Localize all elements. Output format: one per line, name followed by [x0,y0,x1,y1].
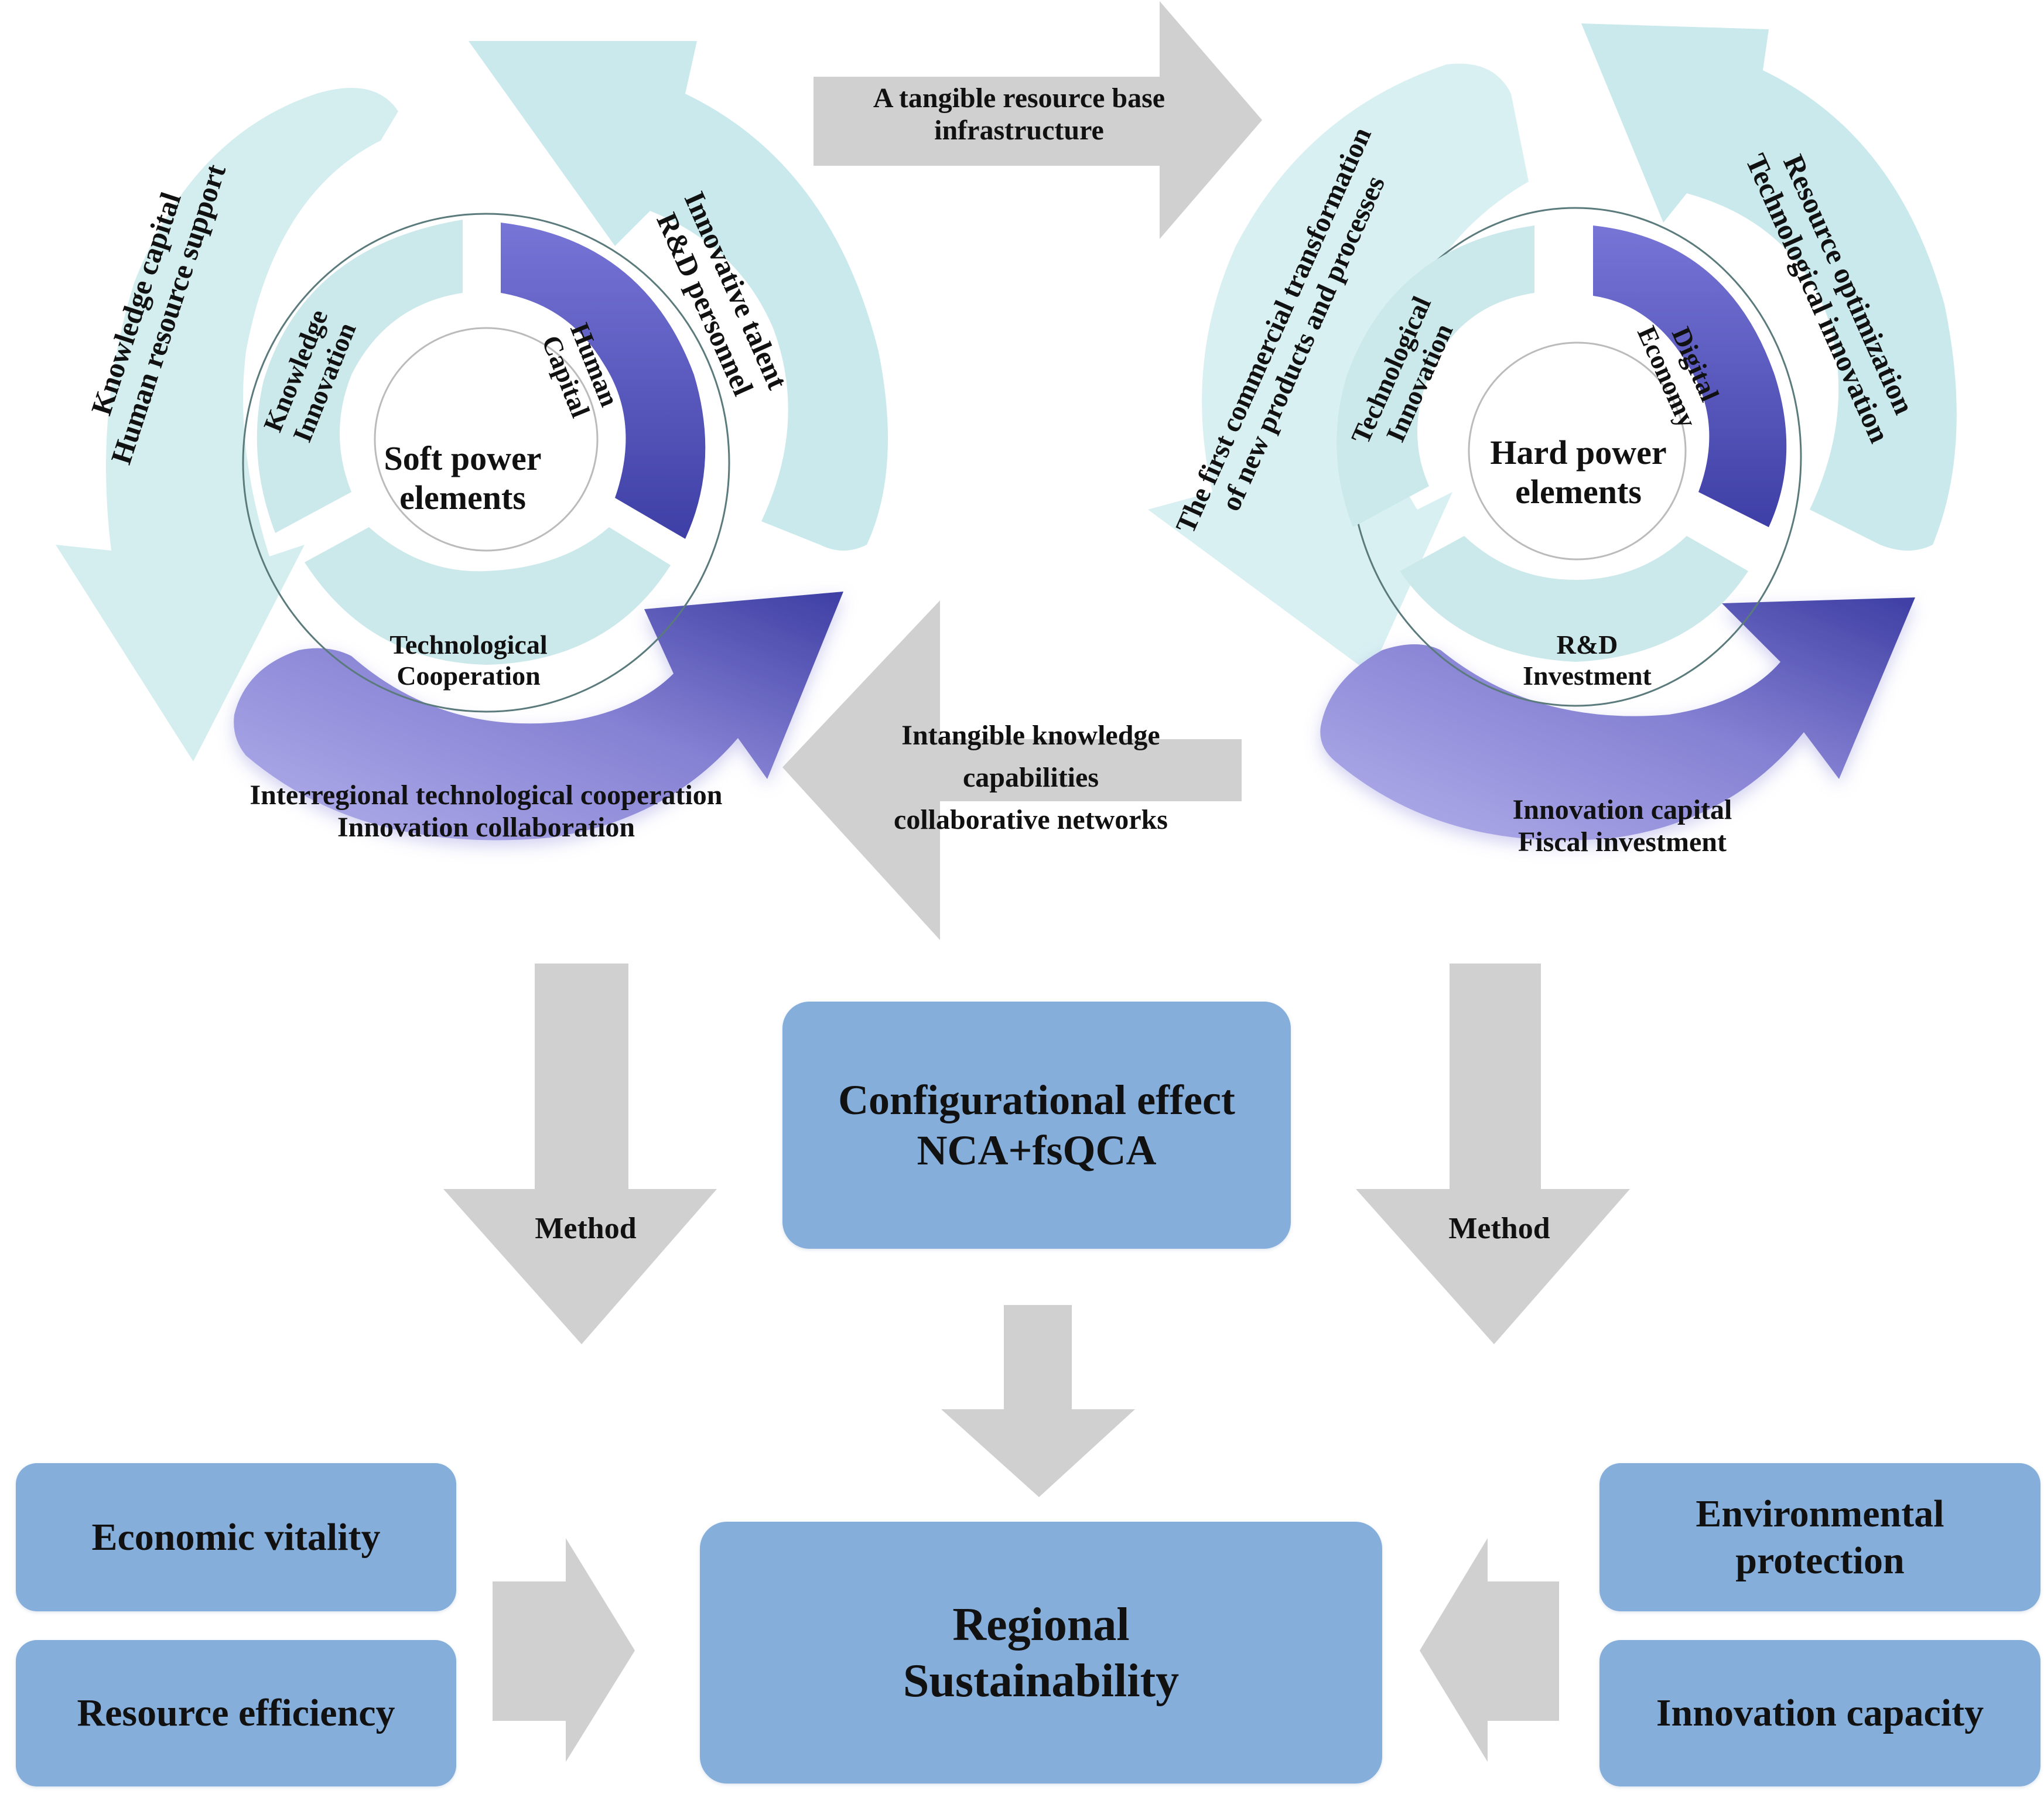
config-to-outcome-arrow [941,1305,1135,1497]
hard-segment-rd-investment-label: R&D Investment [1482,630,1693,692]
label-line: R&D [1556,630,1618,660]
hard-power-cycle [1148,23,1957,841]
config-line: Configurational effect [838,1076,1235,1123]
config-line: NCA+fsQCA [917,1127,1157,1174]
label-line: Technological [389,630,548,660]
soft-center-circle [374,327,599,552]
soft-segment-knowledge [257,220,463,533]
method-right-label: Method [1448,1212,1550,1245]
hard-bottom-outer-arrow [1320,597,1915,841]
label-line: Hard power [1490,433,1667,472]
label-line: Fiscal investment [1518,826,1727,858]
label-line: Interregional technological cooperation [249,780,723,811]
soft-segment-tech-cooperation [305,527,671,665]
label-line: Innovation capital [1512,794,1732,825]
outcome-line: Sustainability [903,1655,1180,1707]
intangible-arrow [782,600,1242,940]
method-left-label: Method [535,1212,637,1245]
config-effect-box: Configurational effect NCA+fsQCA [782,1002,1291,1249]
label-line: infrastructure [934,115,1104,146]
dimension-label: Innovation capacity [1656,1692,1984,1735]
label-line: capabilities [962,762,1099,793]
soft-outer-ring [242,213,730,713]
dimension-label: Environmental [1696,1492,1944,1536]
hard-segment-digital-economy [1593,226,1787,527]
hard-left-outer-arrow [1148,63,1529,674]
left-dimensions-arrow [493,1538,635,1762]
tangible-arrow-label: A tangible resource base infrastructure [820,82,1218,146]
right-dimensions-arrow [1420,1538,1559,1762]
soft-segment-tech-cooperation-label: Technological Cooperation [363,630,574,692]
economic-vitality-box: Economic vitality [16,1463,456,1611]
soft-center-title: Soft power elements [369,439,556,517]
hard-topright-outer-arrow [1581,23,1957,551]
label-line: Soft power [384,439,542,477]
dimension-label: Resource efficiency [77,1692,395,1735]
label-line: Investment [1523,660,1652,691]
label-line: Cooperation [397,660,541,691]
soft-left-outer-arrow [56,88,398,761]
dimension-label: Economic vitality [91,1515,381,1559]
hard-center-title: Hard power elements [1476,433,1681,511]
soft-bottom-outer-arrow [234,592,844,841]
label-line: Intangible knowledge [901,720,1160,751]
label-line: elements [399,478,526,517]
soft-power-cycle [56,41,888,841]
hard-center-circle [1468,341,1687,561]
resource-efficiency-box: Resource efficiency [16,1640,456,1786]
label-line: collaborative networks [894,804,1168,835]
outcome-line: Regional [952,1598,1130,1651]
soft-bottom-arrow-label: Interregional technological cooperation … [223,779,750,843]
soft-segment-human-capital [501,223,706,539]
innovation-capacity-box: Innovation capacity [1599,1640,2040,1786]
dimension-label: protection [1735,1539,1905,1582]
hard-segment-tech-innovation [1337,226,1534,527]
hard-segment-rd-investment [1400,536,1748,662]
label-line: A tangible resource base [873,83,1165,114]
soft-topright-outer-arrow [469,41,888,551]
regional-sustainability-box: Regional Sustainability [700,1522,1382,1784]
label-line: elements [1515,472,1642,511]
tangible-arrow [814,1,1262,239]
intangible-arrow-label: Intangible knowledge capabilities collab… [843,715,1218,841]
environmental-protection-box: Environmental protection [1599,1463,2040,1611]
method-arrow-right [1356,964,1630,1344]
hard-bottom-arrow-label: Innovation capital Fiscal investment [1447,794,1798,858]
label-line: Innovation collaboration [337,812,635,843]
method-arrow-left [443,964,717,1344]
